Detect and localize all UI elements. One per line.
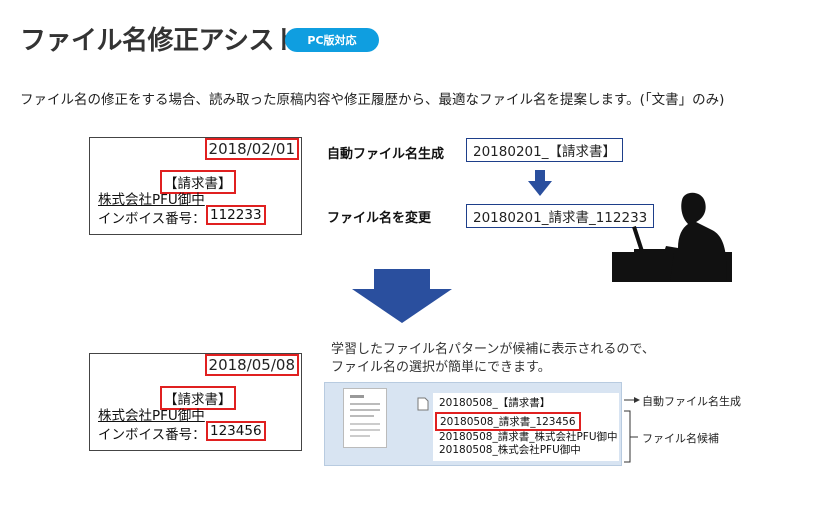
document-sample-top: 2018/02/01 【請求書】 株式会社PFU御中 インボイス番号： 1122… [89,137,302,235]
down-arrow-icon [528,170,552,196]
candidate-item[interactable]: 20180508_株式会社PFU御中 [439,444,581,456]
doc-date-highlight: 2018/05/08 [204,354,299,376]
candidate-side-label: ファイル名候補 [642,432,719,445]
auto-filename-side-label: 自動ファイル名生成 [642,395,741,408]
change-filename-label: ファイル名を変更 [327,211,432,226]
learning-note: 学習したファイル名パターンが候補に表示されるので、 ファイル名の選択が簡単にでき… [331,341,655,377]
doc-type-highlight: 【請求書】 [160,386,236,410]
doc-company: 株式会社PFU御中 [98,408,205,424]
filename-dropdown-list[interactable]: 20180508_【請求書】 20180508_請求書_123456 20180… [433,393,619,461]
person-at-laptop-icon [612,192,732,282]
auto-filename-item[interactable]: 20180508_【請求書】 [439,397,551,409]
auto-filename-box: 20180201_【請求書】 [466,138,623,162]
learning-note-line1: 学習したファイル名パターンが候補に表示されるので、 [331,342,655,357]
feature-description: ファイル名の修正をする場合、読み取った原稿内容や修正履歴から、最適なファイル名を… [20,92,725,108]
doc-invoice-number-highlight: 123456 [206,421,266,441]
auto-name-pointer-arrow-icon [624,397,640,403]
document-sample-bottom: 2018/05/08 【請求書】 株式会社PFU御中 インボイス番号： 1234… [89,353,302,451]
auto-filename-label: 自動ファイル名生成 [327,147,445,162]
document-thumbnail [343,388,387,448]
changed-filename-box: 20180201_請求書_112233 [466,204,655,228]
doc-invoice-label: インボイス番号： [98,211,206,227]
doc-company: 株式会社PFU御中 [98,192,205,208]
doc-type-highlight: 【請求書】 [160,170,236,194]
thumbnail-lines-icon [350,395,380,437]
pc-support-badge: PC版対応 [285,28,379,52]
doc-date-highlight: 2018/02/01 [204,138,299,160]
page-title: ファイル名修正アシスト [20,26,300,56]
candidate-item[interactable]: 20180508_請求書_株式会社PFU御中 [439,431,618,443]
large-down-arrow-icon [352,269,452,323]
document-file-icon [417,397,429,411]
candidate-bracket-icon [624,410,638,463]
doc-invoice-number-highlight: 112233 [206,205,266,225]
filename-suggestion-panel: 20180508_【請求書】 20180508_請求書_123456 20180… [324,382,622,466]
candidate-item-selected[interactable]: 20180508_請求書_123456 [435,412,581,431]
learning-note-line2: ファイル名の選択が簡単にできます。 [331,360,551,375]
doc-invoice-label: インボイス番号： [98,427,206,443]
